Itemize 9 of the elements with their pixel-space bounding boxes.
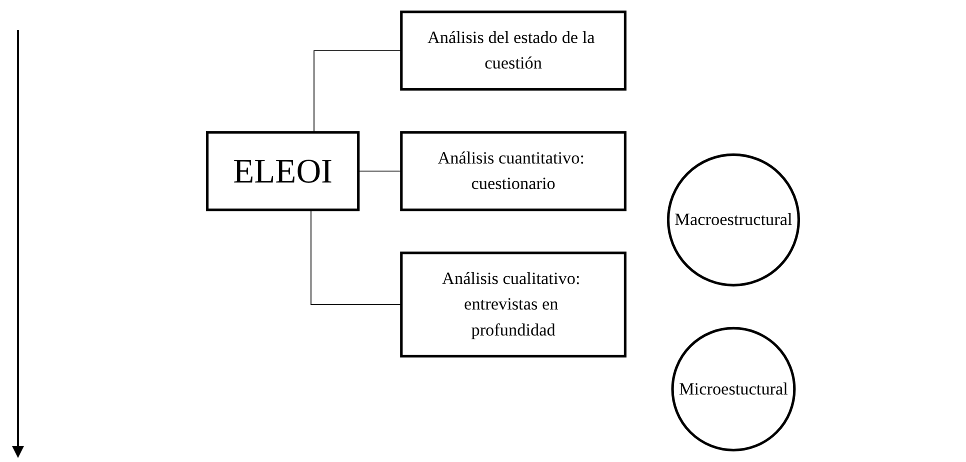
node-box: ELEOI — [206, 131, 360, 212]
connector — [314, 50, 402, 133]
connector — [358, 170, 402, 172]
node-box: Análisis cualitativo: entrevistas en profundidad — [400, 252, 626, 358]
connector — [310, 209, 402, 305]
node-circle: Macroestructural — [666, 153, 800, 286]
node-box: Análisis cuantitativo: cuestionario — [400, 131, 626, 212]
node-circle: Microestuctural — [671, 326, 796, 452]
node-box: Análisis del estado de la cuestión — [400, 10, 626, 91]
